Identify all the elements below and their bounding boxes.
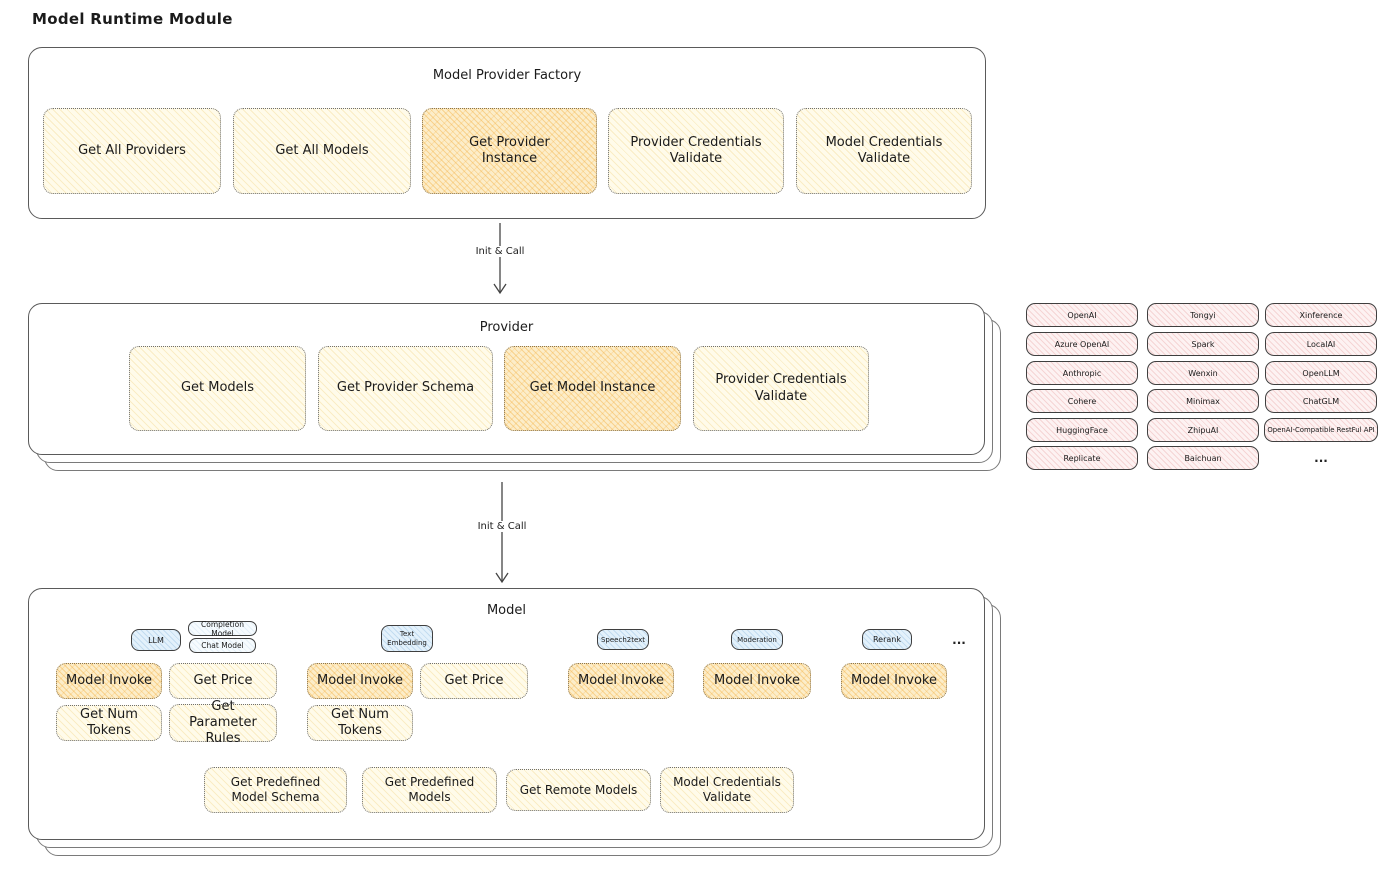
llm-model-invoke: Model Invoke	[56, 663, 162, 699]
factory-box: Model Provider Factory Get All Providers…	[28, 47, 986, 219]
factory-title: Model Provider Factory	[432, 68, 582, 83]
text-embedding-get-num-tokens: Get Num Tokens	[307, 705, 413, 741]
provider-chip-openai-compatible-restful-api: OpenAI-Compatible RestFul API	[1264, 418, 1378, 442]
provider-chip-huggingface: HuggingFace	[1026, 418, 1138, 442]
text-embedding-model-invoke: Model Invoke	[307, 663, 413, 699]
text-embedding-get-price: Get Price	[420, 663, 528, 699]
page-title: Model Runtime Module	[32, 10, 233, 28]
llm-get-num-tokens: Get Num Tokens	[56, 705, 162, 741]
arrow1-label: Init & Call	[462, 246, 538, 257]
factory-get-provider-instance: Get Provider Instance	[422, 108, 597, 194]
provider-chip-spark: Spark	[1147, 332, 1259, 356]
tab-text-embedding: Text Embedding	[381, 625, 433, 652]
arrow2-label: Init & Call	[464, 521, 540, 532]
provider-title: Provider	[479, 320, 534, 335]
provider-box: Provider Get Models Get Provider Schema …	[28, 303, 985, 455]
speech2text-model-invoke: Model Invoke	[568, 663, 674, 699]
provider-chip-ellipsis: ...	[1314, 451, 1328, 465]
provider-get-provider-schema: Get Provider Schema	[318, 346, 493, 431]
tab-speech2text: Speech2text	[597, 629, 649, 650]
factory-get-all-models: Get All Models	[233, 108, 411, 194]
provider-chip-tongyi: Tongyi	[1147, 303, 1259, 327]
moderation-model-invoke: Model Invoke	[703, 663, 811, 699]
provider-chip-openllm: OpenLLM	[1265, 361, 1377, 385]
model-box: Model LLM Completion Model Chat Model Te…	[28, 588, 985, 840]
provider-chip-chatglm: ChatGLM	[1265, 389, 1377, 413]
tab-chat-model: Chat Model	[189, 638, 256, 653]
provider-get-model-instance: Get Model Instance	[504, 346, 681, 431]
model-get-predefined-model-schema: Get Predefined Model Schema	[204, 767, 347, 813]
provider-chip-localai: LocalAI	[1265, 332, 1377, 356]
provider-chip-anthropic: Anthropic	[1026, 361, 1138, 385]
provider-get-models: Get Models	[129, 346, 306, 431]
model-title: Model	[486, 603, 527, 618]
arrow-provider-to-model	[495, 482, 509, 584]
model-get-remote-models: Get Remote Models	[506, 769, 651, 811]
tab-llm: LLM	[131, 629, 181, 651]
provider-chip-wenxin: Wenxin	[1147, 361, 1259, 385]
factory-get-all-providers: Get All Providers	[43, 108, 221, 194]
tab-moderation: Moderation	[731, 629, 783, 650]
provider-provider-credentials-validate: Provider Credentials Validate	[693, 346, 869, 431]
provider-chip-minimax: Minimax	[1147, 389, 1259, 413]
provider-chip-replicate: Replicate	[1026, 446, 1138, 470]
model-tabs-ellipsis: ...	[952, 633, 966, 647]
tab-rerank: Rerank	[862, 629, 912, 650]
model-get-predefined-models: Get Predefined Models	[362, 767, 497, 813]
factory-provider-credentials-validate: Provider Credentials Validate	[608, 108, 784, 194]
provider-chip-zhipuai: ZhipuAI	[1147, 418, 1259, 442]
provider-chip-openai: OpenAI	[1026, 303, 1138, 327]
tab-completion-model: Completion Model	[188, 620, 257, 638]
llm-get-price: Get Price	[169, 663, 277, 699]
llm-get-parameter-rules: Get Parameter Rules	[169, 699, 277, 746]
factory-model-credentials-validate: Model Credentials Validate	[796, 108, 972, 194]
provider-chip-xinference: Xinference	[1265, 303, 1377, 327]
provider-chip-cohere: Cohere	[1026, 389, 1138, 413]
rerank-model-invoke: Model Invoke	[841, 663, 947, 699]
provider-chip-baichuan: Baichuan	[1147, 446, 1259, 470]
model-model-credentials-validate: Model Credentials Validate	[660, 767, 794, 813]
provider-chip-azure-openai: Azure OpenAI	[1026, 332, 1138, 356]
arrow-factory-to-provider	[493, 223, 507, 295]
